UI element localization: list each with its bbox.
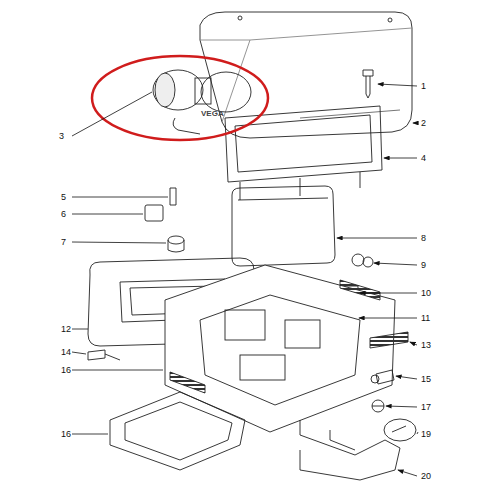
callout-number: 5 [60,193,67,202]
callout-number: 9 [420,261,427,270]
callout-number: 16 [60,430,72,439]
brand-text: VEGA [200,110,225,118]
callout-number: 13 [420,341,432,350]
callout-number: 12 [60,325,72,334]
callout-number: 10 [420,289,432,298]
callout-number: 15 [420,375,432,384]
callout-number: 16 [60,366,72,375]
callout-number: 4 [420,154,427,163]
callout-number: 1 [420,82,427,91]
callout-number: 8 [420,234,427,243]
callout-number: 14 [60,348,72,357]
callout-number: 20 [420,472,432,481]
callout-number: 19 [420,430,432,439]
callout-number: 11 [420,314,431,323]
callout-number: 2 [420,119,427,128]
callout-number: 7 [60,238,67,247]
callout-number: 3 [58,132,65,141]
callout-number: 6 [60,210,67,219]
callout-number: 17 [420,403,432,412]
